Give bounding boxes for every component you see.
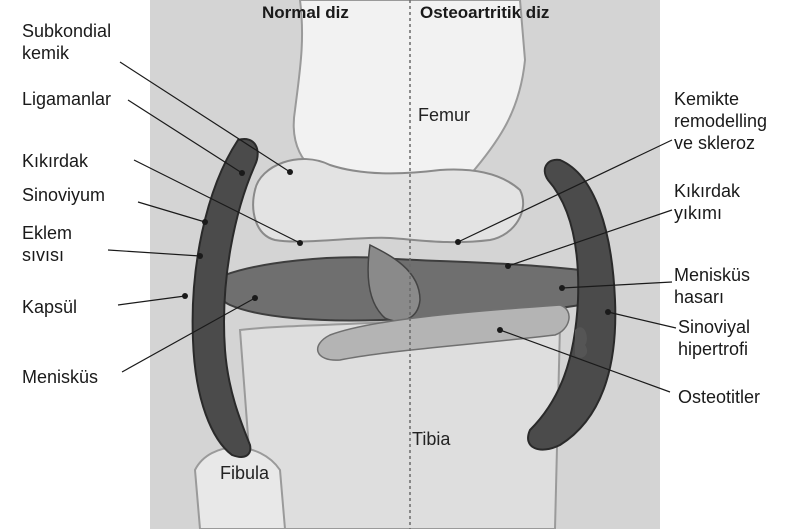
label-meniscus: Menisküs: [22, 366, 98, 388]
label-tibia: Tibia: [412, 428, 450, 450]
label-osteophytes: Osteotitler: [678, 386, 760, 408]
label-capsule: Kapsül: [22, 296, 77, 318]
header-osteoarthritic: Osteoartritik diz: [420, 2, 549, 24]
label-cartilage: Kıkırdak: [22, 150, 88, 172]
label-synovial-hypertrophy: Sinoviyal hipertrofi: [678, 316, 750, 360]
label-fibula: Fibula: [220, 462, 269, 484]
label-subchondral-bone: Subkondial kemik: [22, 20, 111, 64]
header-normal: Normal diz: [262, 2, 349, 24]
label-ligaments: Ligamanlar: [22, 88, 111, 110]
label-femur: Femur: [418, 104, 470, 126]
label-bone-remodelling: Kemikte remodelling ve skleroz: [674, 88, 767, 154]
synovial-hypertrophy: [575, 327, 587, 358]
label-cartilage-loss: Kıkırdak yıkımı: [674, 180, 740, 224]
label-joint-fluid: Eklem sıvısı: [22, 222, 72, 266]
label-synovium: Sinoviyum: [22, 184, 105, 206]
fibula-bone: [195, 448, 285, 529]
label-meniscus-damage: Menisküs hasarı: [674, 264, 750, 308]
